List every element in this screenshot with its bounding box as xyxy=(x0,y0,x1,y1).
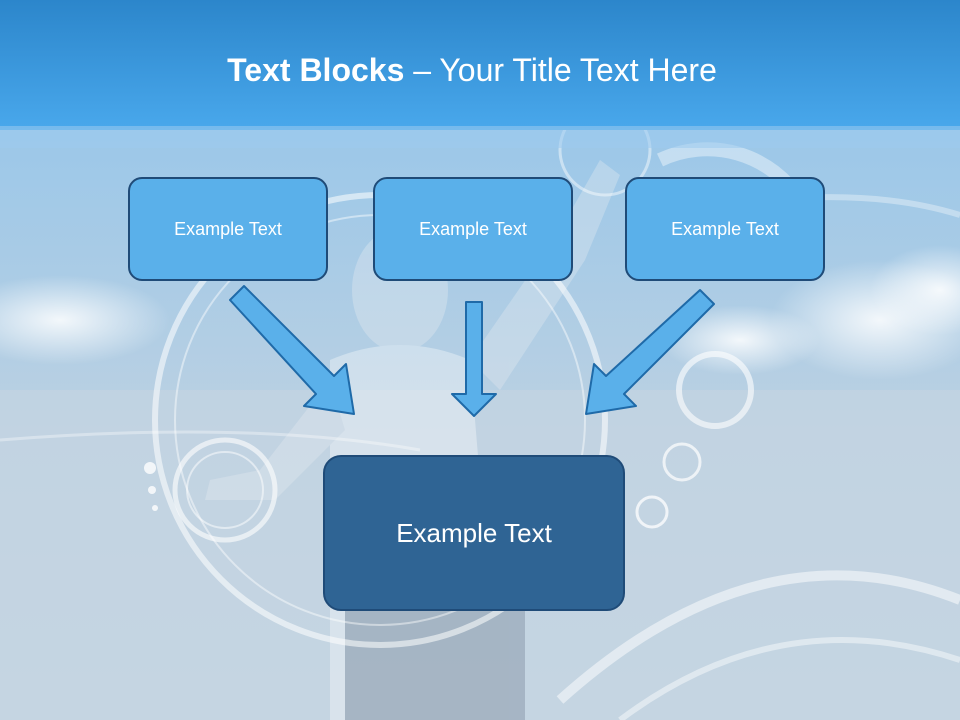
text-block-left[interactable]: Example Text xyxy=(128,177,328,281)
text-block-right-label: Example Text xyxy=(671,218,779,239)
text-block-right[interactable]: Example Text xyxy=(625,177,825,281)
header-band xyxy=(0,0,960,130)
title-bold: Text Blocks xyxy=(227,52,405,88)
slide-title: Text Blocks – Your Title Text Here xyxy=(0,52,944,89)
text-block-bottom[interactable]: Example Text xyxy=(323,455,625,611)
title-rest: Your Title Text Here xyxy=(439,52,717,88)
text-block-left-label: Example Text xyxy=(174,218,282,239)
title-dash: – xyxy=(404,52,440,88)
text-block-center-label: Example Text xyxy=(419,218,527,239)
decorative-dots xyxy=(144,462,158,511)
text-block-bottom-label: Example Text xyxy=(396,517,552,548)
text-block-center[interactable]: Example Text xyxy=(373,177,573,281)
